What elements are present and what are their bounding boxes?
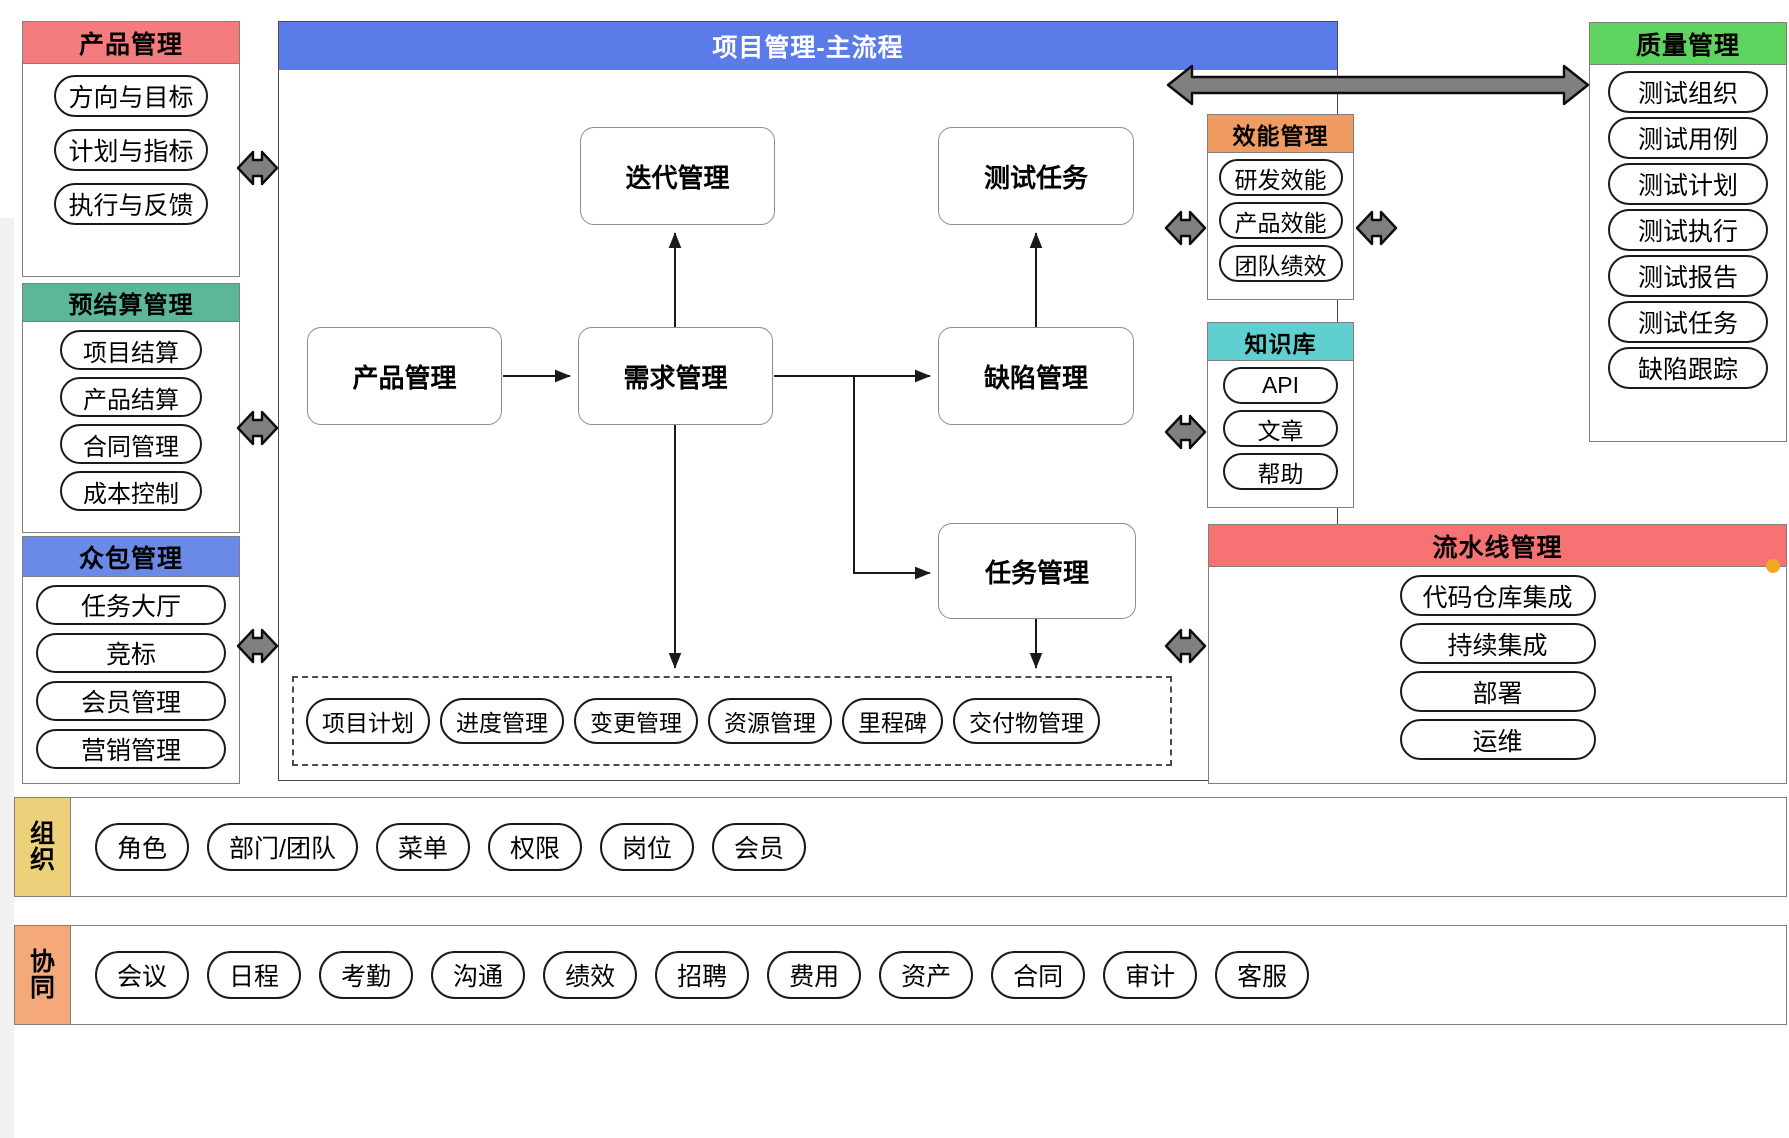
arrow-bidir-budget-main bbox=[236, 410, 279, 446]
node-product-management[interactable]: 产品管理 bbox=[307, 327, 502, 425]
pill-task-hall[interactable]: 任务大厅 bbox=[36, 585, 226, 625]
main-process-title: 项目管理-主流程 bbox=[279, 22, 1337, 70]
pill-test-report[interactable]: 测试报告 bbox=[1608, 255, 1768, 297]
pill-cost-control[interactable]: 成本控制 bbox=[60, 471, 202, 511]
pill-help[interactable]: 帮助 bbox=[1223, 453, 1338, 490]
bar-organization-items: 角色 部门/团队 菜单 权限 岗位 会员 bbox=[71, 798, 1786, 896]
node-iteration-management[interactable]: 迭代管理 bbox=[580, 127, 775, 225]
pill-test-case[interactable]: 测试用例 bbox=[1608, 117, 1768, 159]
pill-rd-efficiency[interactable]: 研发效能 bbox=[1218, 159, 1343, 196]
pill-article[interactable]: 文章 bbox=[1223, 410, 1338, 447]
pill-progress-management[interactable]: 进度管理 bbox=[440, 698, 564, 744]
pill-expense[interactable]: 费用 bbox=[767, 951, 862, 999]
panel-crowdsourcing-management: 众包管理 任务大厅 竞标 会员管理 营销管理 bbox=[22, 536, 240, 784]
pill-contract-management[interactable]: 合同管理 bbox=[60, 424, 202, 464]
pill-performance[interactable]: 绩效 bbox=[543, 951, 638, 999]
pill-bidding[interactable]: 竞标 bbox=[36, 633, 226, 673]
panel-knowledge-base: 知识库 API 文章 帮助 bbox=[1207, 322, 1354, 508]
pill-attendance[interactable]: 考勤 bbox=[319, 951, 414, 999]
pill-code-repo-integration[interactable]: 代码仓库集成 bbox=[1399, 575, 1596, 616]
pill-audit[interactable]: 审计 bbox=[1103, 951, 1198, 999]
panel-body-knowledge-base: API 文章 帮助 bbox=[1208, 361, 1353, 490]
pill-plan-metric[interactable]: 计划与指标 bbox=[54, 129, 208, 171]
panel-header-efficiency-management: 效能管理 bbox=[1208, 115, 1353, 153]
pill-test-task[interactable]: 测试任务 bbox=[1608, 301, 1768, 343]
bar-organization-tag: 组织 bbox=[15, 798, 71, 896]
pill-marketing-management[interactable]: 营销管理 bbox=[36, 729, 226, 769]
pill-department-team[interactable]: 部门/团队 bbox=[207, 823, 358, 871]
panel-budget-settlement-management: 预结算管理 项目结算 产品结算 合同管理 成本控制 bbox=[22, 283, 240, 533]
pill-schedule[interactable]: 日程 bbox=[207, 951, 302, 999]
node-test-task[interactable]: 测试任务 bbox=[938, 127, 1134, 225]
pill-customer-service[interactable]: 客服 bbox=[1215, 951, 1310, 999]
pill-menu[interactable]: 菜单 bbox=[375, 823, 470, 871]
arrow-bidir-product-main bbox=[236, 150, 279, 186]
node-requirement-management[interactable]: 需求管理 bbox=[578, 327, 773, 425]
canvas-left-margin-top bbox=[0, 0, 24, 218]
pill-defect-tracking[interactable]: 缺陷跟踪 bbox=[1608, 347, 1768, 389]
panel-body-crowdsourcing-management: 任务大厅 竞标 会员管理 营销管理 bbox=[23, 577, 239, 769]
pill-communication[interactable]: 沟通 bbox=[431, 951, 526, 999]
panel-header-quality-management: 质量管理 bbox=[1590, 23, 1786, 65]
panel-header-budget-settlement-management: 预结算管理 bbox=[23, 284, 239, 322]
panel-quality-management: 质量管理 测试组织 测试用例 测试计划 测试执行 测试报告 测试任务 缺陷跟踪 bbox=[1589, 22, 1787, 442]
pill-position[interactable]: 岗位 bbox=[600, 823, 695, 871]
panel-body-budget-settlement-management: 项目结算 产品结算 合同管理 成本控制 bbox=[23, 322, 239, 511]
pill-product-settlement[interactable]: 产品结算 bbox=[60, 377, 202, 417]
panel-header-product-management: 产品管理 bbox=[23, 22, 239, 64]
bar-collaboration-items: 会议 日程 考勤 沟通 绩效 招聘 费用 资产 合同 审计 客服 bbox=[71, 926, 1786, 1024]
node-defect-management[interactable]: 缺陷管理 bbox=[938, 327, 1134, 425]
pill-membership[interactable]: 会员 bbox=[712, 823, 807, 871]
pill-product-efficiency[interactable]: 产品效能 bbox=[1218, 202, 1343, 239]
panel-header-crowdsourcing-management: 众包管理 bbox=[23, 537, 239, 577]
bar-collaboration: 协同 会议 日程 考勤 沟通 绩效 招聘 费用 资产 合同 审计 客服 bbox=[14, 925, 1787, 1025]
node-task-management[interactable]: 任务管理 bbox=[938, 523, 1136, 619]
pill-resource-management[interactable]: 资源管理 bbox=[708, 698, 832, 744]
pill-permission[interactable]: 权限 bbox=[487, 823, 582, 871]
panel-pipeline-management: 流水线管理 代码仓库集成 持续集成 部署 运维 bbox=[1208, 524, 1787, 784]
panel-header-pipeline-management: 流水线管理 bbox=[1209, 525, 1786, 567]
arrow-bidir-crowdsource-main bbox=[236, 628, 279, 664]
pill-meeting[interactable]: 会议 bbox=[95, 951, 190, 999]
container-project-subprocess: 项目计划 进度管理 变更管理 资源管理 里程碑 交付物管理 bbox=[292, 676, 1172, 766]
pill-change-management[interactable]: 变更管理 bbox=[574, 698, 698, 744]
panel-product-management: 产品管理 方向与目标 计划与指标 执行与反馈 bbox=[22, 21, 240, 277]
pill-deliverable-management[interactable]: 交付物管理 bbox=[953, 698, 1100, 744]
panel-efficiency-management: 效能管理 研发效能 产品效能 团队绩效 bbox=[1207, 114, 1354, 300]
pill-role[interactable]: 角色 bbox=[95, 823, 190, 871]
pill-direction-goal[interactable]: 方向与目标 bbox=[54, 75, 208, 117]
pill-project-settlement[interactable]: 项目结算 bbox=[60, 330, 202, 370]
panel-body-pipeline-management: 代码仓库集成 持续集成 部署 运维 bbox=[1209, 567, 1786, 760]
pill-team-performance[interactable]: 团队绩效 bbox=[1218, 245, 1343, 282]
pill-api[interactable]: API bbox=[1223, 367, 1338, 404]
pill-test-plan[interactable]: 测试计划 bbox=[1608, 163, 1768, 205]
pill-member-management[interactable]: 会员管理 bbox=[36, 681, 226, 721]
pill-test-organization[interactable]: 测试组织 bbox=[1608, 71, 1768, 113]
pill-continuous-integration[interactable]: 持续集成 bbox=[1399, 623, 1596, 664]
pill-operations[interactable]: 运维 bbox=[1399, 719, 1596, 760]
pill-milestone[interactable]: 里程碑 bbox=[842, 698, 943, 744]
pill-project-plan[interactable]: 项目计划 bbox=[306, 698, 430, 744]
panel-header-knowledge-base: 知识库 bbox=[1208, 323, 1353, 361]
bar-organization: 组织 角色 部门/团队 菜单 权限 岗位 会员 bbox=[14, 797, 1787, 897]
pill-recruitment[interactable]: 招聘 bbox=[655, 951, 750, 999]
arrow-bidir-efficiency-quality bbox=[1355, 210, 1398, 246]
pill-contract[interactable]: 合同 bbox=[991, 951, 1086, 999]
panel-body-efficiency-management: 研发效能 产品效能 团队绩效 bbox=[1208, 153, 1353, 282]
pill-asset[interactable]: 资产 bbox=[879, 951, 974, 999]
canvas-left-margin bbox=[0, 0, 14, 1138]
panel-body-product-management: 方向与目标 计划与指标 执行与反馈 bbox=[23, 64, 239, 225]
pill-test-execution[interactable]: 测试执行 bbox=[1608, 209, 1768, 251]
pill-deployment[interactable]: 部署 bbox=[1399, 671, 1596, 712]
pipeline-status-dot bbox=[1766, 559, 1780, 573]
bar-collaboration-tag: 协同 bbox=[15, 926, 71, 1024]
panel-body-quality-management: 测试组织 测试用例 测试计划 测试执行 测试报告 测试任务 缺陷跟踪 bbox=[1590, 65, 1786, 389]
pill-execution-feedback[interactable]: 执行与反馈 bbox=[54, 183, 208, 225]
